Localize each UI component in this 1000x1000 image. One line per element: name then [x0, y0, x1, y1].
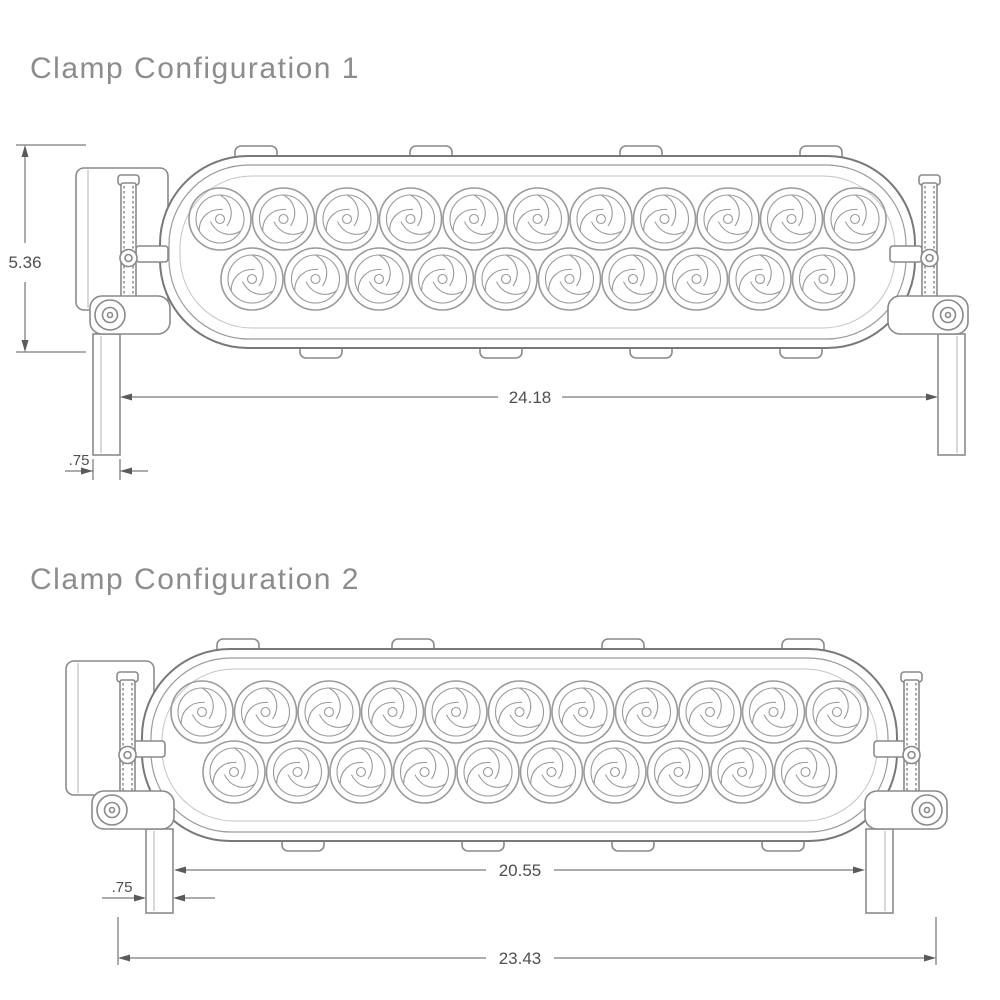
dimension-post-width: .75	[65, 452, 148, 480]
dim-post-width-value: .75	[112, 879, 133, 896]
dim-clamp-span-value: 20.55	[499, 861, 542, 880]
dimension-post-width: .75	[102, 879, 215, 902]
bar-end-cylinder	[65, 660, 155, 796]
light-bar	[142, 639, 897, 851]
dimension-clamp-span: 24.18	[120, 388, 938, 407]
dimension-clamp-span: 20.55	[174, 861, 865, 880]
dimension-overall-length: 23.43	[117, 917, 937, 968]
dim-clamp-span-value: 24.18	[509, 388, 552, 407]
config2-title: Clamp Configuration 2	[30, 563, 360, 596]
dim-post-width-value: .75	[69, 452, 90, 469]
dim-overall-length-value: 23.43	[499, 949, 542, 968]
light-bar	[160, 146, 915, 358]
config1-title: Clamp Configuration 1	[30, 52, 360, 85]
dim-height-value: 5.36	[8, 253, 41, 272]
config2-drawing: 20.55 .75 23.43	[65, 545, 948, 968]
dimension-height: 5.36	[8, 144, 86, 353]
config1-drawing: 5.36 24.18 .75	[8, 144, 969, 480]
